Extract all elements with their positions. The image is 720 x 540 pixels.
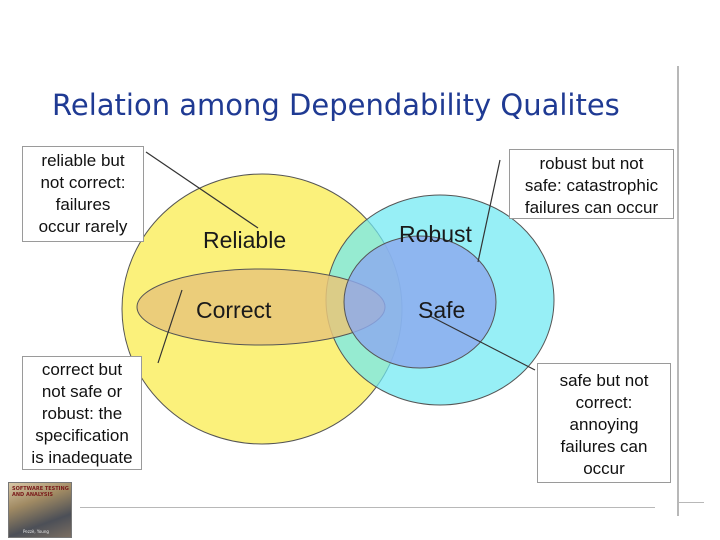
note-safe-not-correct: safe but not correct: annoying failures … bbox=[537, 363, 671, 483]
note-line: is inadequate bbox=[23, 447, 141, 469]
note-line: failures can occur bbox=[510, 197, 673, 219]
note-line: robust: the bbox=[23, 403, 141, 425]
robust-label: Robust bbox=[399, 221, 472, 247]
note-line: failures can bbox=[538, 436, 670, 458]
bottom-rule bbox=[80, 507, 655, 508]
note-line: specification bbox=[23, 425, 141, 447]
note-line: not safe or bbox=[23, 381, 141, 403]
right-rule bbox=[677, 66, 679, 516]
book-cover-author: Pezzè, Young bbox=[23, 529, 49, 534]
note-line: failures bbox=[23, 194, 143, 216]
book-cover-title-line: AND ANALYSIS bbox=[12, 492, 69, 498]
safe-label: Safe bbox=[418, 297, 465, 323]
note-line: not correct: bbox=[23, 172, 143, 194]
book-cover-image: SOFTWARE TESTING AND ANALYSIS Pezzè, You… bbox=[8, 482, 72, 538]
correct-label: Correct bbox=[196, 297, 272, 323]
bottom-right-tick bbox=[678, 502, 704, 503]
note-line: correct: bbox=[538, 392, 670, 414]
note-line: annoying bbox=[538, 414, 670, 436]
note-reliable-not-correct: reliable but not correct: failures occur… bbox=[22, 146, 144, 242]
note-line: occur bbox=[538, 458, 670, 480]
note-line: occur rarely bbox=[23, 216, 143, 238]
note-correct-not-safe: correct but not safe or robust: the spec… bbox=[22, 356, 142, 470]
note-line: robust but not bbox=[510, 153, 673, 175]
note-line: correct but bbox=[23, 359, 141, 381]
reliable-label: Reliable bbox=[203, 227, 286, 253]
book-cover-title: SOFTWARE TESTING AND ANALYSIS bbox=[12, 486, 69, 498]
note-robust-not-safe: robust but not safe: catastrophic failur… bbox=[509, 149, 674, 219]
note-line: reliable but bbox=[23, 150, 143, 172]
note-line: safe but not bbox=[538, 370, 670, 392]
note-line: safe: catastrophic bbox=[510, 175, 673, 197]
